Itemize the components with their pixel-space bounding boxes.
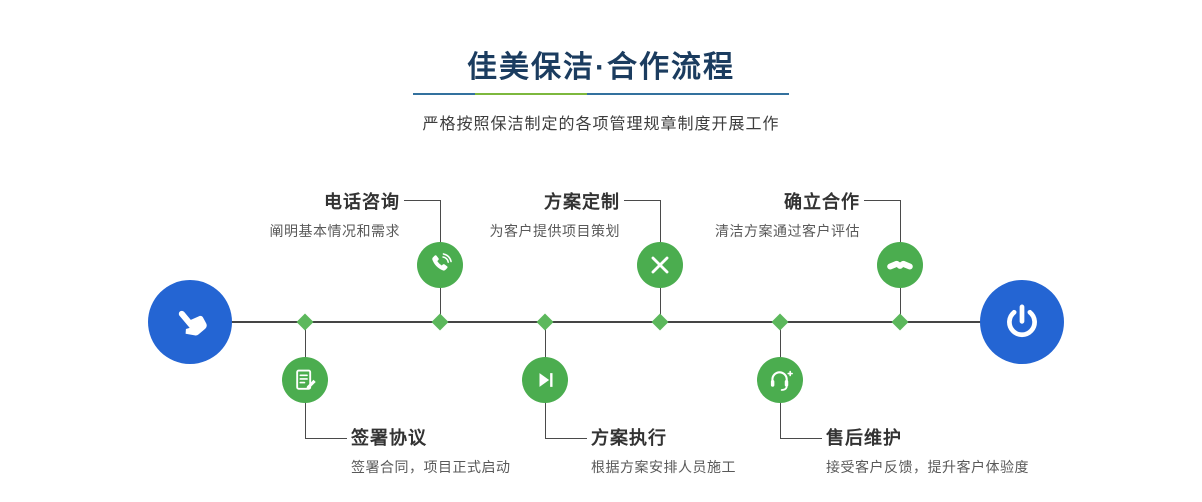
- connector-line: [624, 200, 660, 201]
- step-desc: 为客户提供项目策划: [489, 223, 620, 239]
- page-subtitle: 严格按照保洁制定的各项管理规章制度开展工作: [422, 116, 780, 133]
- play-execute-icon: [534, 369, 556, 391]
- step-plan-customize: 方案定制 为客户提供项目策划: [490, 188, 621, 241]
- step-desc: 阐明基本情况和需求: [269, 223, 400, 239]
- step-desc: 签署合同，项目正式启动: [351, 459, 511, 475]
- timeline-end-node: [980, 280, 1064, 364]
- handshake-icon: [885, 250, 915, 280]
- connector-line: [305, 438, 347, 439]
- step-icon-circle: [757, 357, 803, 403]
- step-desc: 接受客户反馈，提升客户体验度: [826, 459, 1029, 475]
- step-title: 方案执行: [591, 428, 667, 448]
- timeline-node-diamond: [536, 313, 554, 331]
- step-title: 方案定制: [544, 192, 620, 212]
- step-title: 电话咨询: [324, 192, 400, 212]
- timeline-node-diamond: [651, 313, 669, 331]
- timeline-line: [190, 321, 1022, 323]
- timeline-node-diamond: [431, 313, 449, 331]
- timeline-start-node: [148, 280, 232, 364]
- connector-line: [780, 438, 822, 439]
- step-icon-circle: [637, 242, 683, 288]
- step-plan-execution: 方案执行 根据方案安排人员施工: [591, 424, 736, 477]
- step-title: 确立合作: [784, 192, 860, 212]
- page-title: 佳美保洁·合作流程: [467, 51, 735, 84]
- step-icon-circle: [522, 357, 568, 403]
- headset-service-icon: [767, 367, 793, 393]
- step-establish-cooperation: 确立合作 清洁方案通过客户评估: [715, 188, 860, 241]
- step-title: 签署协议: [351, 428, 427, 448]
- step-desc: 清洁方案通过客户评估: [715, 223, 860, 239]
- timeline-node-diamond: [891, 313, 909, 331]
- step-phone-consult: 电话咨询 阐明基本情况和需求: [270, 188, 401, 241]
- phone-icon: [427, 252, 453, 278]
- step-sign-agreement: 签署协议 签署合同，项目正式启动: [351, 424, 511, 477]
- title-divider-accent: [475, 93, 587, 95]
- step-icon-circle: [282, 357, 328, 403]
- timeline-node-diamond: [771, 313, 789, 331]
- step-title: 售后维护: [826, 428, 902, 448]
- connector-line: [545, 438, 587, 439]
- power-icon: [1001, 301, 1043, 343]
- step-icon-circle: [417, 242, 463, 288]
- connector-line: [404, 200, 440, 201]
- title-divider: [413, 93, 789, 95]
- design-pen-icon: [647, 252, 673, 278]
- pointing-hand-icon: [167, 299, 213, 345]
- step-desc: 根据方案安排人员施工: [591, 459, 736, 475]
- step-after-sales-maintenance: 售后维护 接受客户反馈，提升客户体验度: [826, 424, 1029, 477]
- timeline-node-diamond: [296, 313, 314, 331]
- connector-line: [864, 200, 900, 201]
- contract-pen-icon: [293, 368, 318, 393]
- step-icon-circle: [877, 242, 923, 288]
